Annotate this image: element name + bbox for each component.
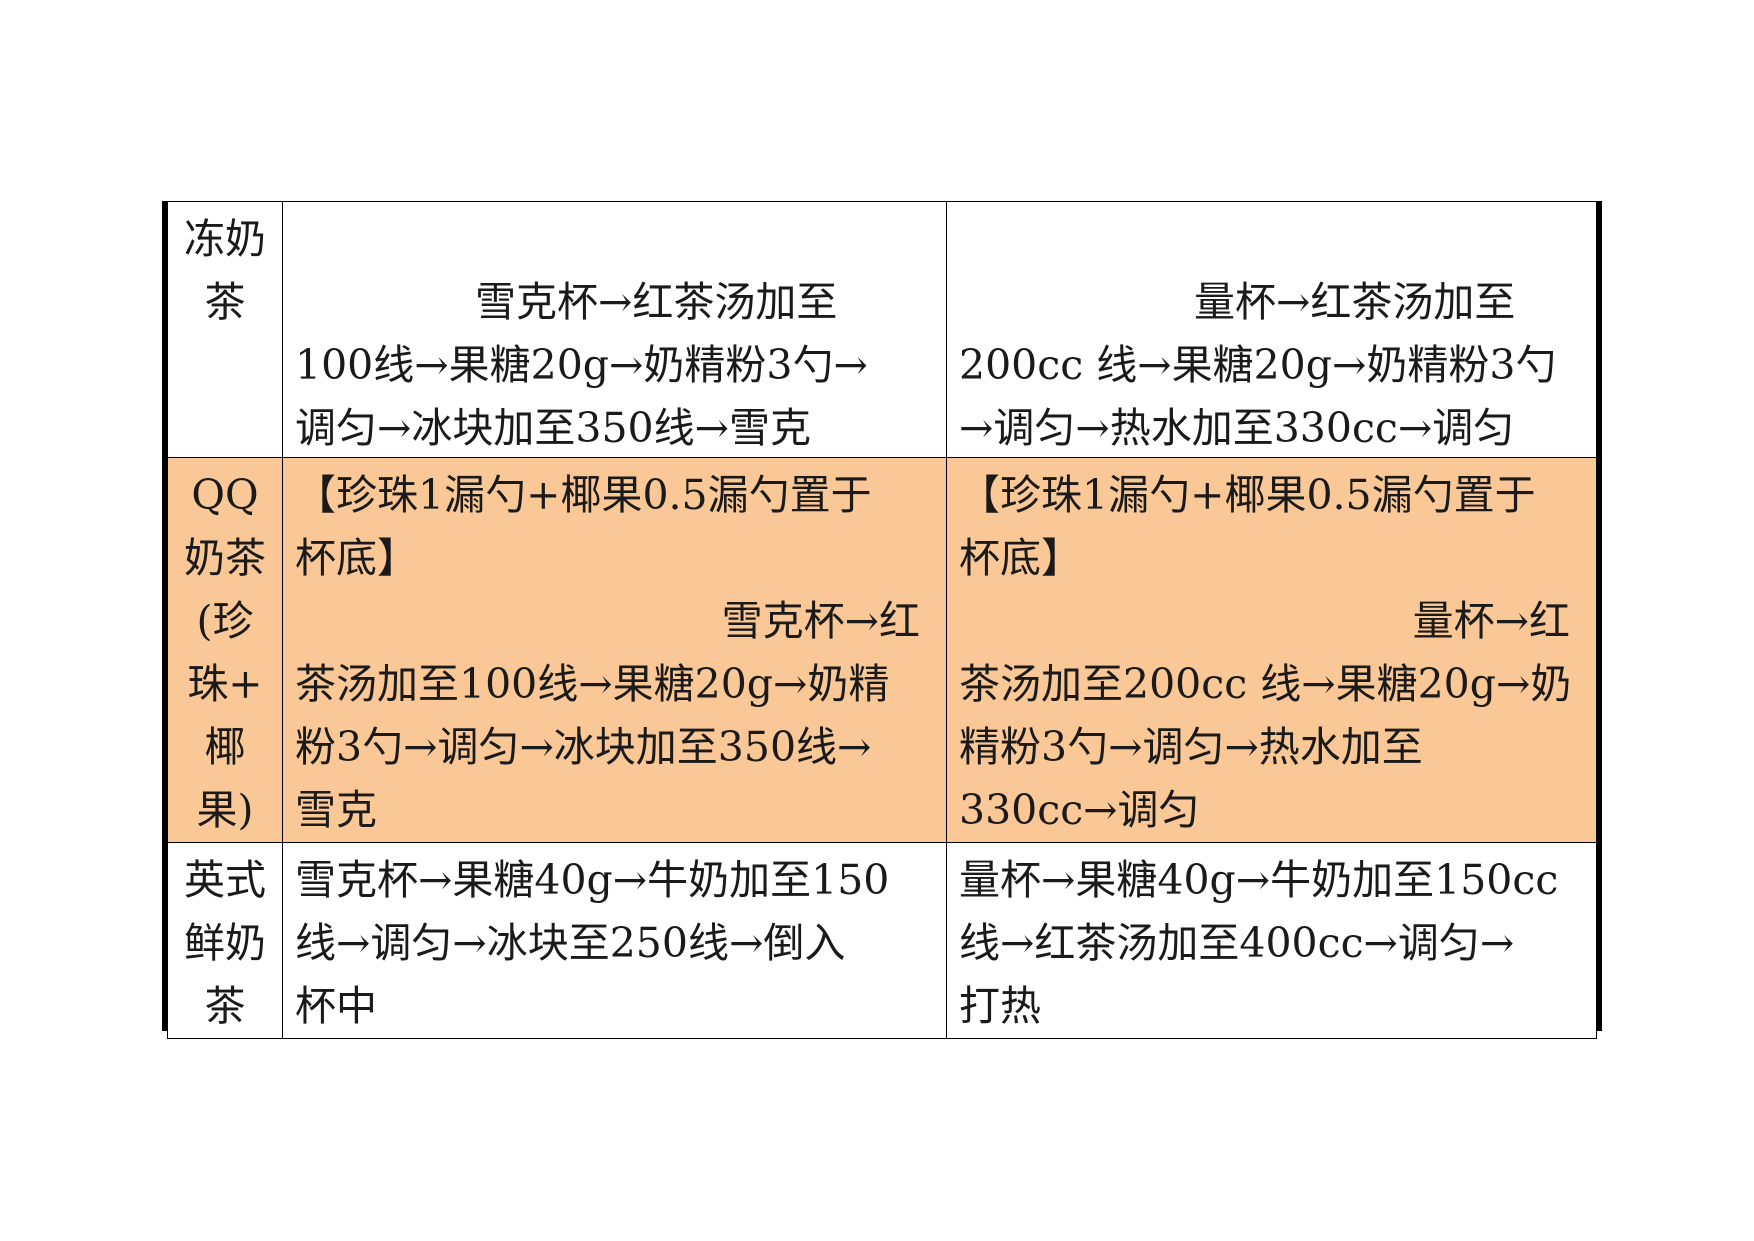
drink-name-cell: QQ 奶茶 (珍 珠+ 椰 果) <box>167 457 283 843</box>
recipe-table: 冻奶 茶 雪克杯→红茶汤加至 100线→果糖20g→奶精粉3勺→ 调匀→冰块加至… <box>167 201 1597 1039</box>
drink-name-line: 珠+ <box>187 660 263 708</box>
drink-name-line: (珍 <box>196 597 254 645</box>
drink-name-line: 果) <box>196 786 254 834</box>
drink-name-line: 椰 <box>204 723 246 771</box>
method-line: →调匀→热水加至330cc→调匀 <box>959 404 1515 452</box>
method-line: 杯中 <box>295 982 377 1030</box>
cup-method-cell: 量杯→果糖40g→牛奶加至150cc 线→红茶汤加至400cc→调匀→ 打热 <box>946 842 1597 1039</box>
drink-name-cell: 冻奶 茶 <box>167 201 283 458</box>
shaker-method-cell: 雪克杯→红茶汤加至 100线→果糖20g→奶精粉3勺→ 调匀→冰块加至350线→… <box>282 201 947 458</box>
method-line: 调匀→冰块加至350线→雪克 <box>295 404 811 452</box>
drink-name-line: QQ <box>191 471 259 519</box>
method-line: 量杯→果糖40g→牛奶加至150cc <box>959 856 1559 904</box>
method-line: 精粉3勺→调匀→热水加至 <box>959 723 1423 771</box>
method-lead: 雪克杯→红茶汤加至 <box>475 278 838 326</box>
drink-name-line: 茶 <box>204 278 246 326</box>
method-lead: 量杯→红茶汤加至 <box>1194 278 1516 326</box>
method-line: 粉3勺→调匀→冰块加至350线→ <box>295 723 872 771</box>
topping-note-line: 【珍珠1漏勺+椰果0.5漏勺置于 <box>959 471 1536 519</box>
cup-method-cell: 【珍珠1漏勺+椰果0.5漏勺置于 杯底】 量杯→红 茶汤加至200cc 线→果糖… <box>946 457 1597 843</box>
table-row: 冻奶 茶 雪克杯→红茶汤加至 100线→果糖20g→奶精粉3勺→ 调匀→冰块加至… <box>167 201 1597 458</box>
drink-name-cell: 英式 鲜奶 茶 <box>167 842 283 1039</box>
method-line: 打热 <box>959 982 1041 1030</box>
drink-name-line: 英式 <box>184 856 266 904</box>
topping-note-line: 杯底】 <box>295 534 418 582</box>
method-lead: 量杯→红 <box>1412 597 1570 645</box>
method-line: 330cc→调匀 <box>959 786 1200 834</box>
table-row-highlighted: QQ 奶茶 (珍 珠+ 椰 果) 【珍珠1漏勺+椰果0.5漏勺置于 杯底】 雪克… <box>167 457 1597 843</box>
shaker-method-cell: 雪克杯→果糖40g→牛奶加至150 线→调匀→冰块至250线→倒入 杯中 <box>282 842 947 1039</box>
method-line: 100线→果糖20g→奶精粉3勺→ <box>295 341 868 389</box>
drink-name-line: 茶 <box>204 982 246 1030</box>
method-line: 200cc 线→果糖20g→奶精粉3勺 <box>959 341 1557 389</box>
method-line: 线→调匀→冰块至250线→倒入 <box>295 919 846 967</box>
recipe-sheet: 冻奶 茶 雪克杯→红茶汤加至 100线→果糖20g→奶精粉3勺→ 调匀→冰块加至… <box>162 201 1602 1039</box>
method-line: 雪克 <box>295 786 377 834</box>
cup-method-cell: 量杯→红茶汤加至 200cc 线→果糖20g→奶精粉3勺 →调匀→热水加至330… <box>946 201 1597 458</box>
method-line: 雪克杯→果糖40g→牛奶加至150 <box>295 856 890 904</box>
topping-note-line: 【珍珠1漏勺+椰果0.5漏勺置于 <box>295 471 872 519</box>
method-line: 线→红茶汤加至400cc→调匀→ <box>959 919 1515 967</box>
topping-note-line: 杯底】 <box>959 534 1082 582</box>
table-row: 英式 鲜奶 茶 雪克杯→果糖40g→牛奶加至150 线→调匀→冰块至250线→倒… <box>167 842 1597 1039</box>
shaker-method-cell: 【珍珠1漏勺+椰果0.5漏勺置于 杯底】 雪克杯→红 茶汤加至100线→果糖20… <box>282 457 947 843</box>
drink-name-line: 冻奶 <box>184 215 266 263</box>
method-line: 茶汤加至100线→果糖20g→奶精 <box>295 660 890 708</box>
drink-name-line: 奶茶 <box>184 534 266 582</box>
method-line: 茶汤加至200cc 线→果糖20g→奶 <box>959 660 1572 708</box>
method-lead: 雪克杯→红 <box>721 597 920 645</box>
drink-name-line: 鲜奶 <box>184 919 266 967</box>
